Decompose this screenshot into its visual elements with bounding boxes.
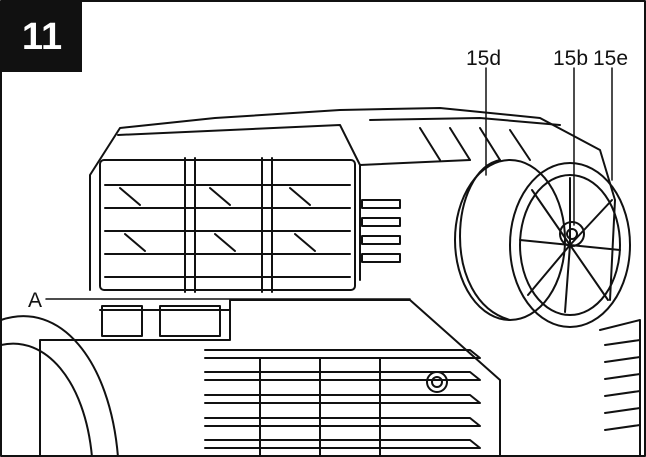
callout-15e: 15e [593,47,629,70]
step-number-badge: 11 [2,2,82,72]
base-plate [39,299,501,457]
callout-15b: 15b [553,47,589,70]
left-wheel-inner [0,342,93,457]
nut [426,371,448,393]
vent-grille [99,157,356,293]
callout-15d: 15d [466,47,502,70]
left-wheel [0,315,119,457]
screw-15b [559,221,585,247]
lower-fins [204,349,481,457]
side-vents [361,199,401,263]
cap-face-15e [509,162,631,328]
top-ridges [419,127,531,161]
motor-housing [89,107,616,301]
right-grille [599,319,641,457]
cap-body-15d [459,159,511,321]
callout-a: A [28,289,43,312]
leader-lines [45,67,613,300]
cap-spokes [519,177,621,313]
